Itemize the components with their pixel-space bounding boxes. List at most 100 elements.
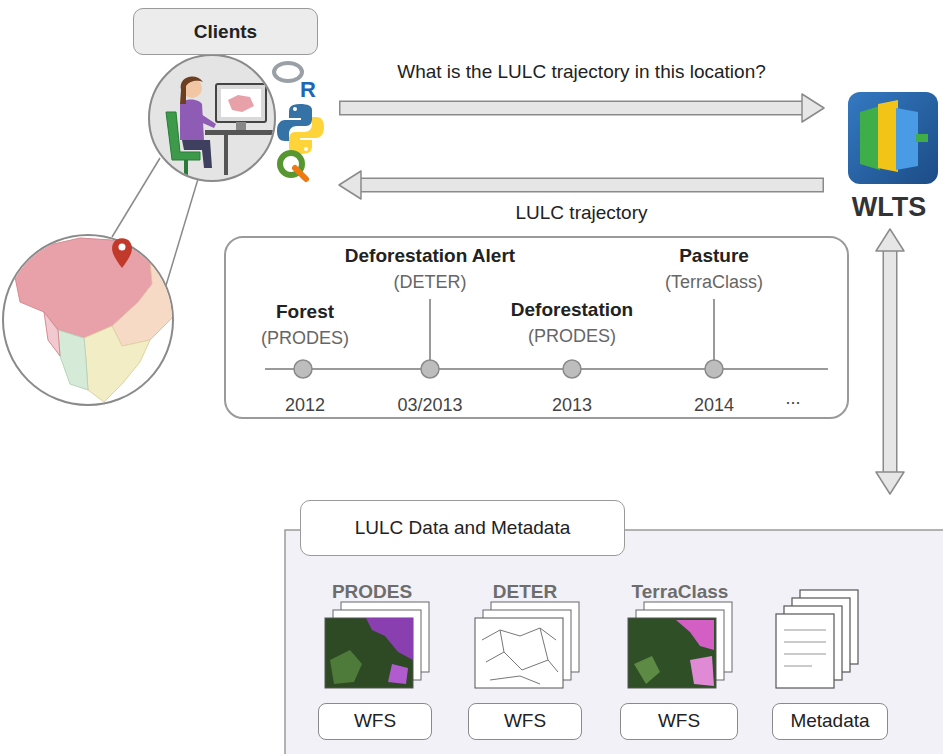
- terraclass-map: [690, 656, 714, 686]
- timeline: [563, 360, 581, 378]
- event-class: Deforestation: [511, 298, 633, 322]
- prodes-map: [388, 664, 408, 684]
- wlts-logo: [860, 106, 880, 170]
- wfs-box: WFS: [620, 703, 738, 740]
- wlts-logo: [896, 108, 918, 170]
- metadata-box: Metadata: [772, 703, 888, 740]
- box-label: WFS: [354, 704, 396, 738]
- terraclass-map: [628, 618, 716, 688]
- terraclass-map: [676, 620, 714, 650]
- data-access-arrow: [876, 229, 904, 494]
- client-group: Clients: [133, 8, 325, 198]
- client-person: [166, 76, 275, 180]
- brazil-map: [84, 326, 150, 402]
- wlts-logo: [848, 92, 938, 184]
- event-date: 03/2013: [345, 394, 515, 416]
- client-person: [180, 76, 203, 104]
- timeline: [705, 360, 723, 378]
- prodes-map: [330, 650, 362, 684]
- arrow-shaft: [341, 102, 804, 114]
- arrow-head: [339, 171, 361, 199]
- event-source: (PRODES): [261, 326, 349, 350]
- prodes-map: [366, 618, 413, 660]
- box-label: Metadata: [790, 704, 869, 738]
- arrow-shaft-outline: [339, 101, 803, 116]
- event-class: Pasture: [665, 244, 763, 268]
- trajectory-event: Deforestation(PRODES) 2013: [511, 298, 633, 416]
- brazil-map: [58, 330, 88, 390]
- event-class: Forest: [261, 300, 349, 324]
- terraclass-map: [634, 656, 660, 684]
- client-person: [205, 130, 275, 135]
- event-class: Deforestation Alert: [345, 244, 515, 268]
- client-person: [149, 55, 275, 181]
- timeline: [421, 360, 439, 378]
- group-title: Clients: [133, 8, 318, 55]
- event-source: (PRODES): [511, 324, 633, 348]
- python-logo: [293, 107, 297, 111]
- brazil-map: [112, 238, 132, 268]
- metadata-documents: [776, 590, 858, 688]
- r-logo-letter: R: [300, 77, 316, 103]
- python-logo: [289, 117, 324, 154]
- event-date: 2013: [511, 394, 633, 416]
- timeline: [265, 368, 828, 370]
- timeline: [225, 237, 848, 418]
- event-source: (TerraClass): [665, 270, 763, 294]
- response-arrow: [339, 171, 824, 199]
- arrow-shaft: [360, 179, 823, 191]
- brazil-map: [119, 244, 126, 251]
- client-person: [182, 140, 212, 168]
- brazil-map: [12, 238, 182, 402]
- zoom-lines: [112, 158, 160, 237]
- qgis-logo: [280, 153, 306, 179]
- event-source: (DETER): [345, 270, 515, 294]
- client-person: [236, 122, 246, 130]
- dataset-name: TerraClass: [632, 581, 729, 603]
- wfs-box: WFS: [318, 703, 432, 740]
- wlts-logo: [916, 134, 928, 142]
- arrow-label: LULC trajectory: [512, 202, 652, 224]
- r-logo: [274, 63, 302, 81]
- wlts-logo: [878, 100, 898, 172]
- box-label: WFS: [658, 704, 700, 738]
- terraclass-map: [628, 602, 732, 688]
- dataset-name: PRODES: [332, 581, 412, 603]
- panel-title: LULC Data and Metadata: [300, 500, 625, 556]
- prodes-map: [325, 618, 413, 688]
- metadata-documents: [776, 614, 834, 688]
- client-person: [221, 89, 261, 117]
- client-person: [196, 112, 216, 128]
- data-panel: [285, 530, 943, 754]
- trajectory-event: Forest(PRODES)2012: [261, 300, 349, 416]
- client-person: [216, 84, 266, 122]
- event-date: 2014: [665, 394, 763, 416]
- arrow-head: [876, 472, 904, 494]
- trajectory-event: Pasture(TerraClass) 2014: [665, 244, 763, 416]
- continuation-mark: ...: [785, 388, 800, 409]
- deter-map: [475, 618, 563, 688]
- arrow-head: [876, 229, 904, 251]
- wlts-service: WLTS: [838, 88, 940, 223]
- timeline: [225, 237, 848, 418]
- qgis-logo: [295, 168, 306, 179]
- dataset-name: DETER: [493, 581, 557, 603]
- request-arrow: [339, 94, 824, 122]
- python-logo: [277, 104, 324, 154]
- deter-map: [475, 602, 579, 688]
- arrow-shaft: [884, 250, 896, 473]
- metadata-documents: [784, 630, 826, 666]
- r-logo: [274, 63, 302, 81]
- arrow-label: What is the LULC trajectory in this loca…: [393, 61, 770, 83]
- client-person: [184, 160, 188, 180]
- arrow-shaft-outline: [360, 178, 824, 193]
- box-label: WFS: [504, 704, 546, 738]
- client-person: [224, 135, 228, 175]
- deter-map: [482, 628, 558, 684]
- timeline: [429, 299, 431, 360]
- timeline: [713, 299, 715, 360]
- arrow-shaft-outline: [883, 250, 898, 473]
- trajectory-event: Deforestation Alert(DETER) 03/2013: [345, 244, 515, 416]
- service-name: WLTS: [838, 192, 940, 223]
